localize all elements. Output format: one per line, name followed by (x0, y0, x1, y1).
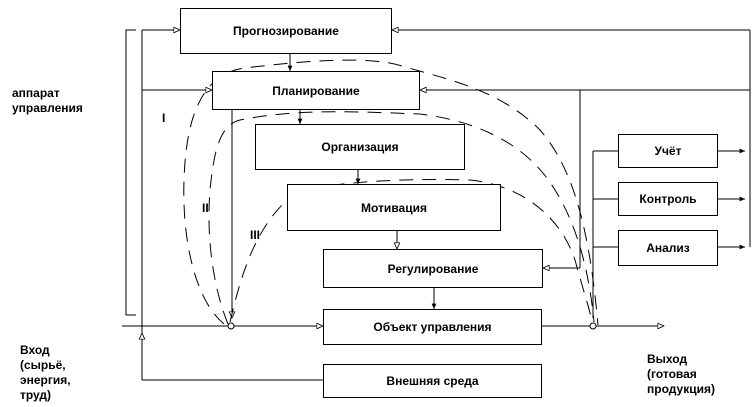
planning-label: Планирование (272, 83, 360, 98)
loop-3-label: III (250, 228, 261, 242)
analysis-box: Анализ (618, 230, 718, 266)
regulation-label: Регулирование (387, 261, 479, 276)
accounting-label: Учёт (654, 144, 682, 158)
apparatus-label: аппарат управления (12, 86, 83, 115)
forecasting-box: Прогнозирование (180, 8, 392, 54)
loop-1-label: I (162, 111, 166, 125)
apparatus-bracket (125, 29, 136, 316)
accounting-box: Учёт (618, 134, 718, 168)
planning-box: Планирование (212, 71, 420, 110)
regulation-box: Регулирование (323, 249, 543, 288)
loop-2-contour (208, 111, 595, 325)
control-object-label: Объект управления (373, 320, 492, 334)
control-label: Контроль (639, 192, 697, 206)
control-object-box: Объект управления (323, 309, 542, 345)
left-junction-node (227, 322, 235, 330)
external-environment-label: Внешняя среда (386, 374, 479, 388)
loop-1-contour (183, 59, 599, 326)
motivation-label: Мотивация (361, 200, 427, 215)
motivation-box: Мотивация (287, 184, 501, 231)
control-box: Контроль (618, 182, 718, 216)
output-label: Выход (готовая продукция) (647, 352, 715, 396)
input-label: Вход (сырьё, энергия, труд) (20, 343, 71, 402)
analysis-label: Анализ (646, 241, 690, 255)
external-environment-box: Внешняя среда (323, 364, 542, 398)
organization-label: Организация (321, 140, 399, 154)
loop-3-contour (229, 179, 593, 323)
right-junction-node (589, 322, 597, 330)
organization-box: Организация (255, 124, 465, 170)
forecasting-label: Прогнозирование (233, 24, 339, 38)
loop-2-label: II (202, 201, 209, 215)
